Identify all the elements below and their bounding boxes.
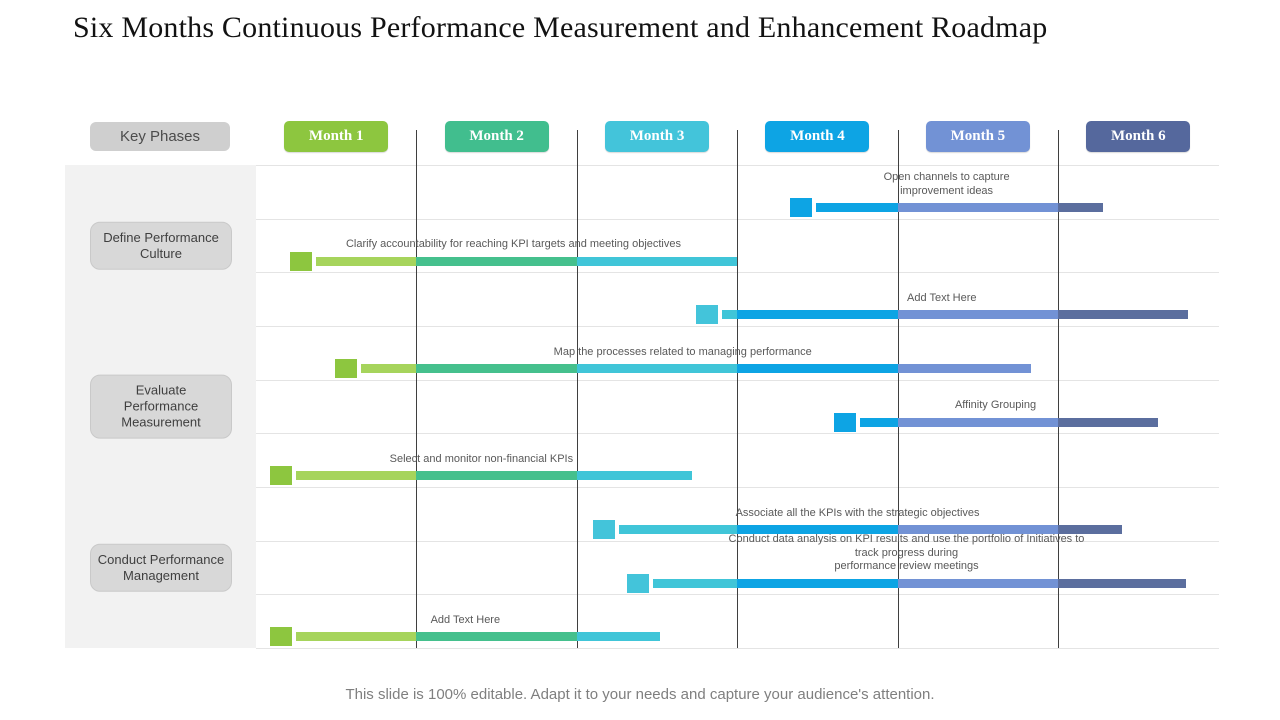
task-start-marker[interactable] — [833, 412, 856, 432]
month-header-6[interactable]: Month 6 — [1086, 121, 1191, 152]
phase-label: Define Performance Culture — [103, 229, 219, 261]
month-divider-line — [737, 130, 739, 648]
task-start-marker[interactable] — [695, 305, 718, 325]
task-bar-segment-month-6[interactable] — [1058, 203, 1103, 212]
task-bar-segment-month-6[interactable] — [1058, 417, 1158, 427]
task-label: Clarify accountability for reaching KPI … — [345, 238, 681, 251]
task-bar-segment-month-4[interactable] — [816, 203, 898, 212]
task-bar-segment-month-5[interactable] — [897, 203, 1059, 212]
phase-box-1[interactable]: Define Performance Culture — [90, 221, 232, 270]
task-label: Select and monitor non-financial KPIs — [389, 452, 574, 465]
task-bar-segment-month-2[interactable] — [416, 632, 577, 642]
task-bar-segment-month-5[interactable] — [897, 364, 1031, 373]
month-header-label: Month 4 — [790, 128, 845, 144]
month-header-label: Month 1 — [308, 128, 364, 144]
task-bar-segment-month-5[interactable] — [897, 310, 1059, 320]
month-divider-line — [897, 130, 899, 648]
month-header-label: Month 2 — [469, 128, 524, 144]
task-label: Conduct data analysis on KPI results and… — [728, 533, 1085, 573]
month-divider-line — [576, 130, 578, 648]
task-bar-segment-month-3[interactable] — [576, 364, 738, 373]
task-bar-segment-month-3[interactable] — [576, 471, 693, 481]
task-bar-segment-month-6[interactable] — [1058, 525, 1123, 534]
task-bar-segment-month-6[interactable] — [1058, 578, 1187, 588]
page-title: Six Months Continuous Performance Measur… — [73, 11, 1048, 44]
task-label: Associate all the KPIs with the strategi… — [735, 506, 980, 519]
phase-label: Evaluate Performance Measurement — [121, 382, 201, 430]
task-label: Map the processes related to managing pe… — [553, 345, 812, 358]
task-label: Add Text Here — [430, 613, 501, 626]
task-bar-segment-month-1[interactable] — [315, 256, 417, 266]
month-header-label: Month 6 — [1110, 128, 1166, 144]
month-divider-line — [416, 130, 418, 648]
phase-box-3[interactable]: Conduct Performance Management — [90, 543, 232, 592]
month-header-1[interactable]: Month 1 — [284, 121, 389, 152]
task-bar-segment-month-3[interactable] — [652, 578, 738, 588]
month-header-label: Month 5 — [950, 128, 1006, 144]
task-start-marker[interactable] — [289, 251, 312, 271]
task-bar-segment-month-1[interactable] — [296, 632, 417, 642]
row-separator-line — [256, 648, 1219, 649]
task-label: Open channels to capture improvement ide… — [883, 171, 1010, 197]
phase-label: Conduct Performance Management — [97, 551, 225, 583]
task-start-marker[interactable] — [592, 520, 615, 539]
task-bar-segment-month-2[interactable] — [416, 471, 577, 481]
task-bar-segment-month-3[interactable] — [618, 525, 738, 534]
task-bar-segment-month-4[interactable] — [737, 364, 898, 373]
task-start-marker[interactable] — [626, 573, 649, 593]
task-start-marker[interactable] — [270, 466, 293, 486]
task-bar-segment-month-3[interactable] — [576, 632, 661, 642]
task-bar-segment-month-4[interactable] — [859, 417, 898, 427]
key-phases-header[interactable]: Key Phases — [90, 122, 230, 151]
month-header-3[interactable]: Month 3 — [605, 121, 710, 152]
month-header-label: Month 3 — [629, 128, 685, 144]
task-bar-segment-month-2[interactable] — [416, 256, 577, 266]
task-start-marker[interactable] — [790, 198, 813, 217]
task-bar-segment-month-1[interactable] — [360, 364, 417, 373]
task-label: Affinity Grouping — [954, 399, 1037, 412]
task-bar-segment-month-5[interactable] — [897, 525, 1059, 534]
task-start-marker[interactable] — [270, 627, 293, 647]
key-phases-label: Key Phases — [119, 128, 201, 145]
task-start-marker[interactable] — [334, 359, 357, 378]
task-bar-segment-month-2[interactable] — [416, 364, 577, 373]
month-divider-line — [1058, 130, 1060, 648]
task-bar-segment-month-3[interactable] — [576, 256, 738, 266]
task-label: Add Text Here — [907, 291, 977, 304]
task-bar-segment-month-6[interactable] — [1058, 310, 1189, 320]
month-header-2[interactable]: Month 2 — [444, 121, 549, 152]
task-bar-segment-month-4[interactable] — [737, 525, 898, 534]
task-bar-segment-month-5[interactable] — [897, 578, 1059, 588]
task-bar-segment-month-3[interactable] — [721, 310, 738, 320]
phase-box-2[interactable]: Evaluate Performance Measurement — [90, 374, 232, 439]
task-bar-segment-month-4[interactable] — [737, 578, 898, 588]
month-header-5[interactable]: Month 5 — [925, 121, 1030, 152]
month-header-4[interactable]: Month 4 — [765, 121, 870, 152]
task-bar-segment-month-4[interactable] — [737, 310, 898, 320]
footer-note: This slide is 100% editable. Adapt it to… — [345, 686, 935, 703]
task-bar-segment-month-5[interactable] — [897, 417, 1059, 427]
task-bar-segment-month-1[interactable] — [296, 471, 417, 481]
